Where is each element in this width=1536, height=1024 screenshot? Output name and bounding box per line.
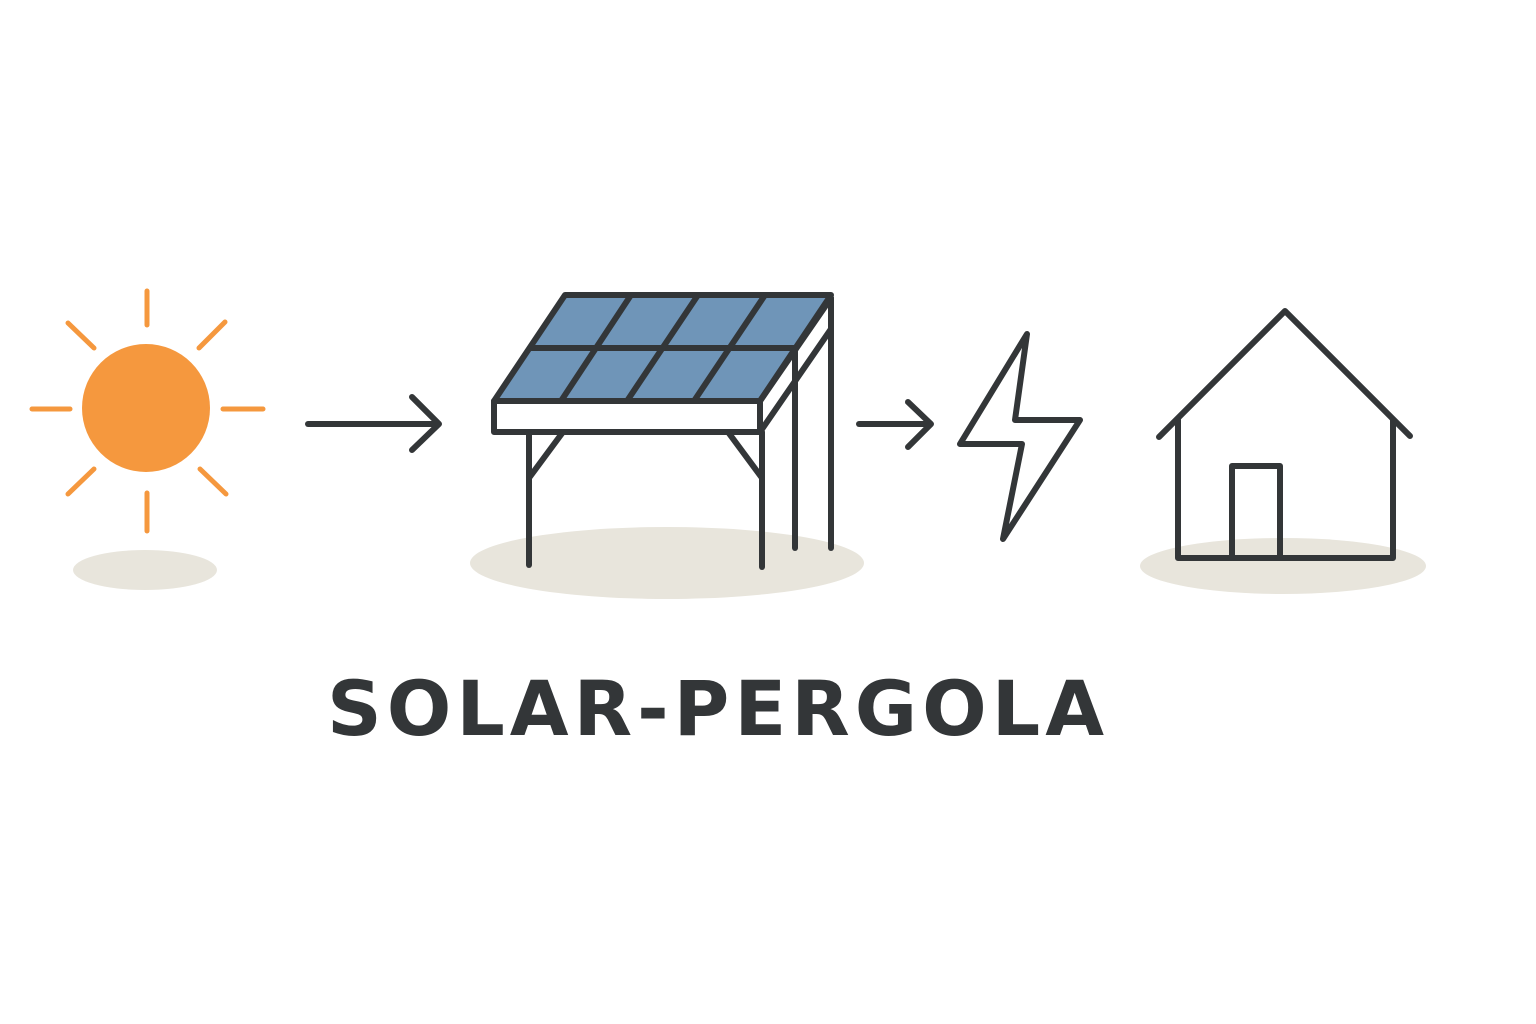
house-outline	[1156, 308, 1413, 561]
diagram-title: SOLAR-PERGOLA	[326, 664, 1110, 753]
sun-ground-shadow	[73, 550, 217, 590]
house-ground-shadow	[1140, 538, 1426, 594]
pergola-frame	[491, 295, 834, 570]
sun-icon	[29, 288, 266, 590]
solar-pergola-icon	[470, 292, 864, 599]
arrow-right-icon-2	[856, 399, 934, 450]
sun-disc	[82, 344, 210, 472]
house-icon	[1140, 308, 1426, 594]
sun-rays	[29, 288, 266, 534]
pergola-ground-shadow	[470, 527, 864, 599]
house-door	[1229, 463, 1283, 561]
lightning-bolt-icon	[957, 331, 1083, 542]
solar-panel-array	[491, 292, 834, 404]
arrow-right-icon	[305, 394, 442, 453]
